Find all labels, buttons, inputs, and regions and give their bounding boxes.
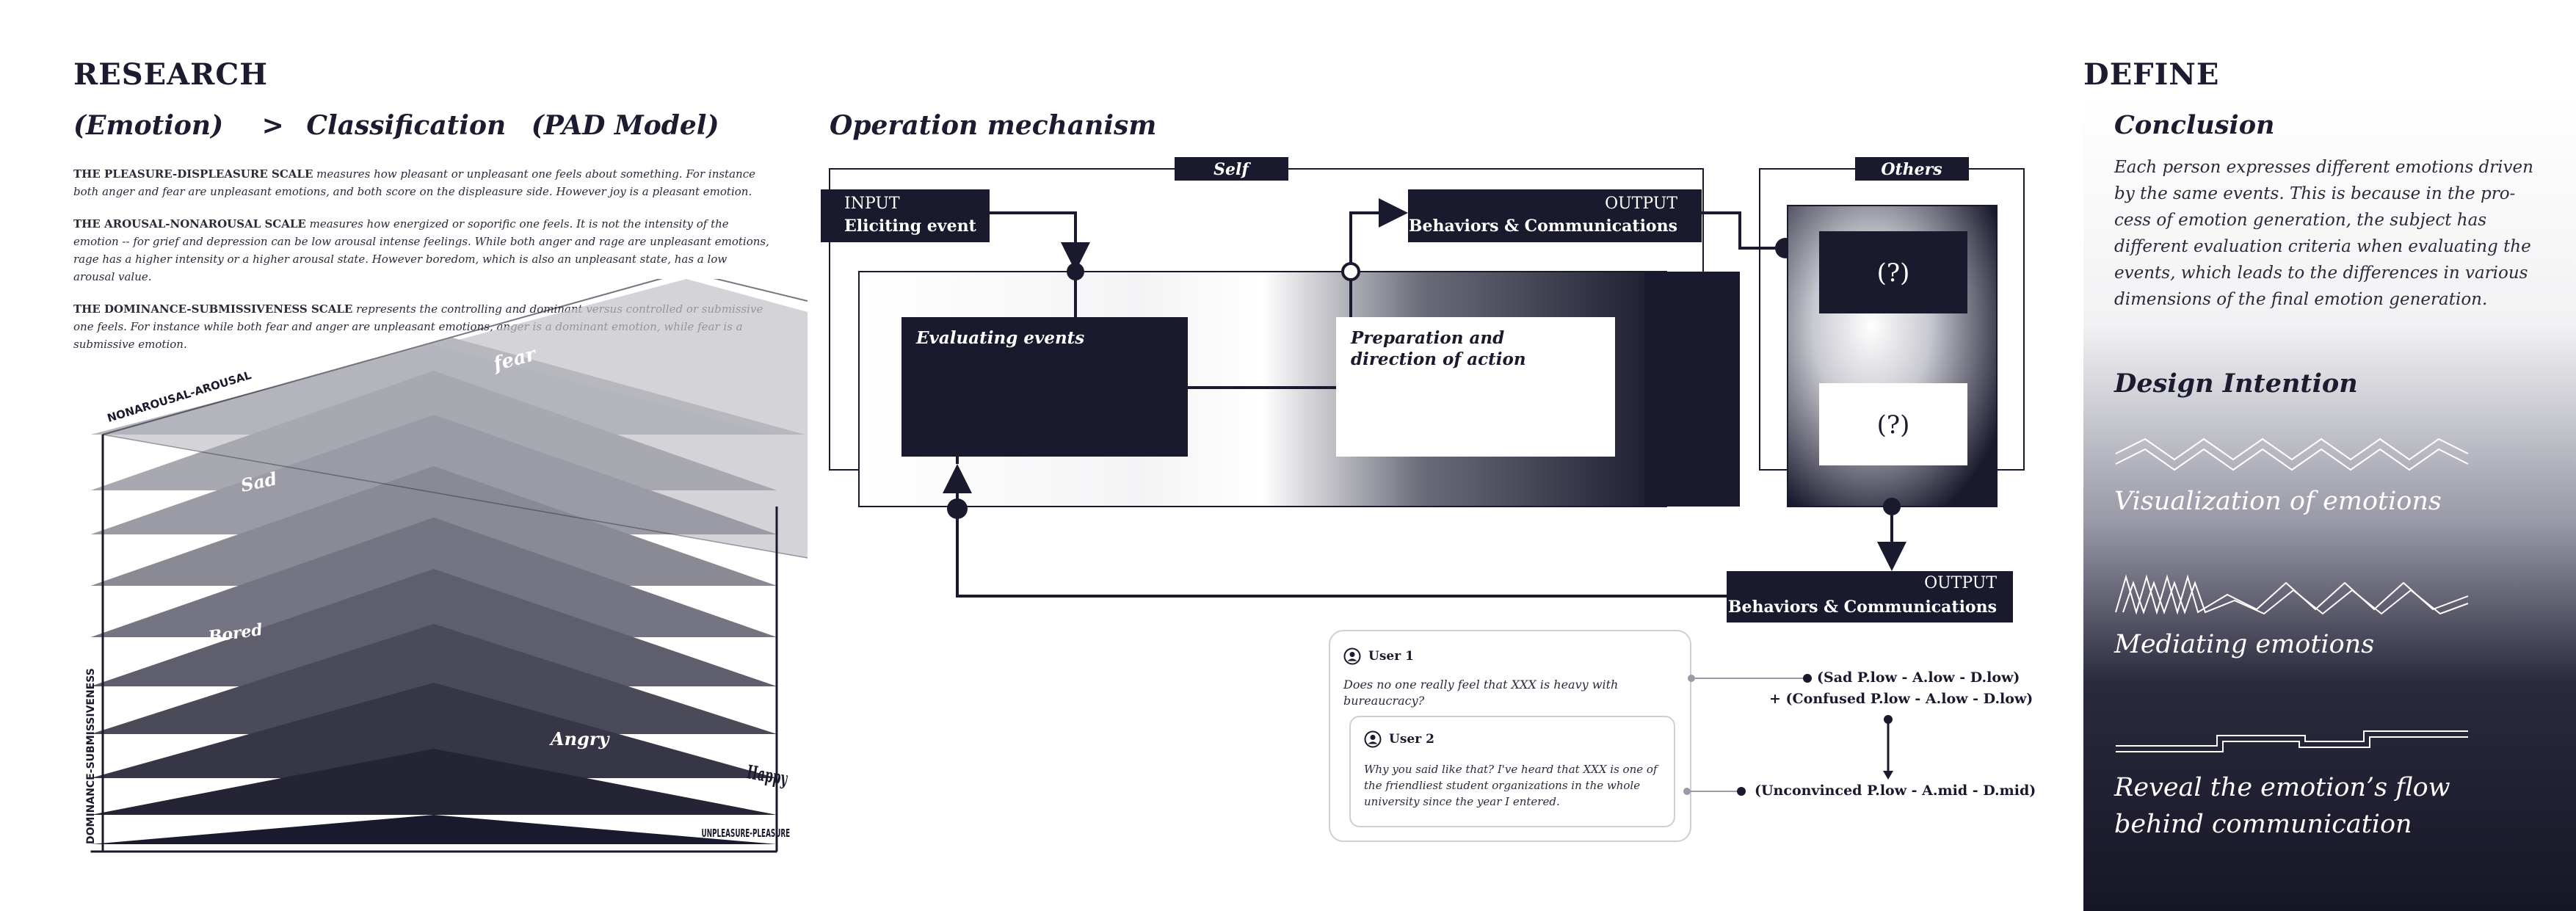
stepped-flow-icon [2116, 730, 2468, 752]
input-sub: Eliciting event [844, 217, 977, 236]
preparation-label-2: direction of action [1351, 349, 1526, 369]
breadcrumb-classification: Classification [306, 110, 507, 141]
evaluating-label: Evaluating events [915, 328, 1084, 348]
pleasure-axis-label: UNPLEASURE-PLEASURE [702, 827, 791, 840]
others-unknown-2 [1819, 383, 1967, 465]
user1-header: User 1 [1343, 647, 1414, 665]
arousal-paragraph: THE AROUSAL-NONAROUSAL SCALE measures ho… [73, 217, 769, 283]
design-item-mediating: Mediating emotions [2114, 630, 2375, 659]
breadcrumb-arrow: > [261, 110, 284, 141]
research-title: RESEARCH [73, 57, 269, 92]
output2-sub: Behaviors & Communications [1728, 598, 1997, 617]
others-unknown-1 [1819, 231, 1967, 313]
pad-model-diagram: NONAROUSAL-AROUSAL DOMINANCE-SUBMISSIVEN… [85, 279, 808, 853]
conclusion-title: Conclusion [2114, 110, 2275, 140]
emotion-angry: Angry [549, 728, 610, 750]
preparation-label-1: Preparation and [1350, 328, 1504, 348]
output2-label: OUTPUT [1924, 574, 1997, 592]
svg-text:(?): (?) [1877, 410, 1910, 440]
chat-example-card: User 1 Does no one really feel that XXX … [1329, 630, 1691, 842]
zigzag-visualization-icon [2115, 438, 2469, 471]
preparation-box [1336, 317, 1615, 457]
evaluating-events-box [901, 317, 1188, 457]
input-box [821, 189, 990, 242]
user1-name: User 1 [1368, 649, 1414, 664]
user2-message: Why you said like that? I've heard that … [1364, 763, 1658, 808]
design-item-reveal: Reveal the emotion’s flow behind communi… [2114, 773, 2450, 839]
pad-analysis-2: (Unconvinced P.low - A.mid - D.mid) [1755, 783, 2036, 799]
dominance-axis-label: DOMINANCE-SUBMISSIVENESS [85, 668, 97, 844]
user1-avatar-icon [1343, 647, 1361, 665]
chat-connectors [1683, 674, 1893, 796]
operation-title: Operation mechanism [830, 110, 1157, 141]
operation-diagram: Self INPUT Eliciting event OUTPUT Behavi… [821, 157, 2025, 623]
user2-avatar-icon [1364, 730, 1382, 748]
user2-reply: User 2 Why you said like that? I've hear… [1349, 716, 1675, 827]
pleasure-paragraph: THE PLEASURE-DISPLEASURE SCALE measures … [73, 167, 755, 198]
define-panel [2083, 95, 2576, 911]
breadcrumb-pad-model: (PAD Model) [531, 110, 719, 141]
design-item-visualization: Visualization of emotions [2114, 487, 2442, 516]
pad-analysis-1: (Sad P.low - A.low - D.low) [1817, 669, 2020, 686]
output-box [1408, 189, 1702, 242]
breadcrumb-emotion: (Emotion) [73, 110, 224, 141]
define-title: DEFINE [2083, 57, 2220, 92]
input-label: INPUT [844, 195, 900, 213]
user2-header: User 2 [1364, 730, 1434, 748]
emotion-happy: Happy [746, 761, 788, 791]
zigzag-mediating-icon [2115, 574, 2469, 615]
self-label: Self [1213, 160, 1251, 179]
svg-text:(?): (?) [1877, 258, 1910, 288]
output2-box [1727, 571, 2013, 623]
user2-name: User 2 [1389, 732, 1434, 747]
conclusion-text: Each person expresses different emotions… [2114, 158, 2533, 309]
emotion-layers [90, 279, 808, 844]
pad-analysis-1b: + (Confused P.low - A.low - D.low) [1769, 691, 2033, 707]
user1-message: Does no one really feel that XXX is heav… [1343, 678, 1619, 708]
research-breadcrumb: (Emotion) > Classification (PAD Model) [73, 110, 719, 141]
output-sub: Behaviors & Communications [1409, 217, 1677, 236]
output-label: OUTPUT [1605, 195, 1677, 213]
others-label: Others [1881, 160, 1942, 179]
design-intention-title: Design Intention [2114, 369, 2358, 399]
